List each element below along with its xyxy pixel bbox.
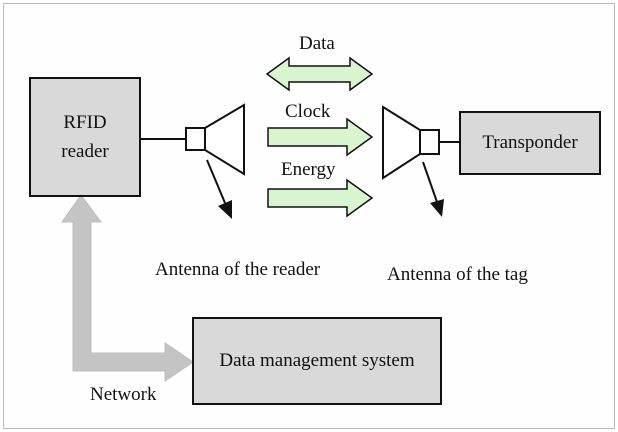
rfid-reader-label-line2: reader [61, 141, 109, 162]
data-management-box [192, 317, 442, 405]
transponder-box [459, 111, 601, 175]
clock-signal-label: Clock [285, 101, 331, 122]
transponder-label: Transponder [482, 132, 578, 154]
rfid-reader-label-line1: RFID [63, 111, 107, 133]
data-management-label: Data management system [219, 350, 415, 372]
antenna-tag-label: Antenna of the tag [387, 264, 528, 285]
data-signal-label: Data [299, 33, 335, 54]
network-arrow [61, 194, 194, 382]
rfid-reader-label: RFID reader [30, 78, 140, 196]
network-label: Network [90, 384, 157, 405]
clock-arrow [267, 117, 374, 157]
tag-antenna-icon [382, 105, 460, 180]
data-double-arrow [265, 56, 374, 92]
tag-antenna-pointer-arrow [422, 161, 444, 217]
reader-antenna-pointer-arrow [206, 159, 232, 219]
energy-arrow [267, 178, 374, 218]
antenna-reader-label: Antenna of the reader [155, 259, 321, 280]
energy-signal-label: Energy [281, 159, 336, 180]
rfid-reader-box [29, 77, 141, 197]
reader-antenna-icon [140, 103, 245, 176]
